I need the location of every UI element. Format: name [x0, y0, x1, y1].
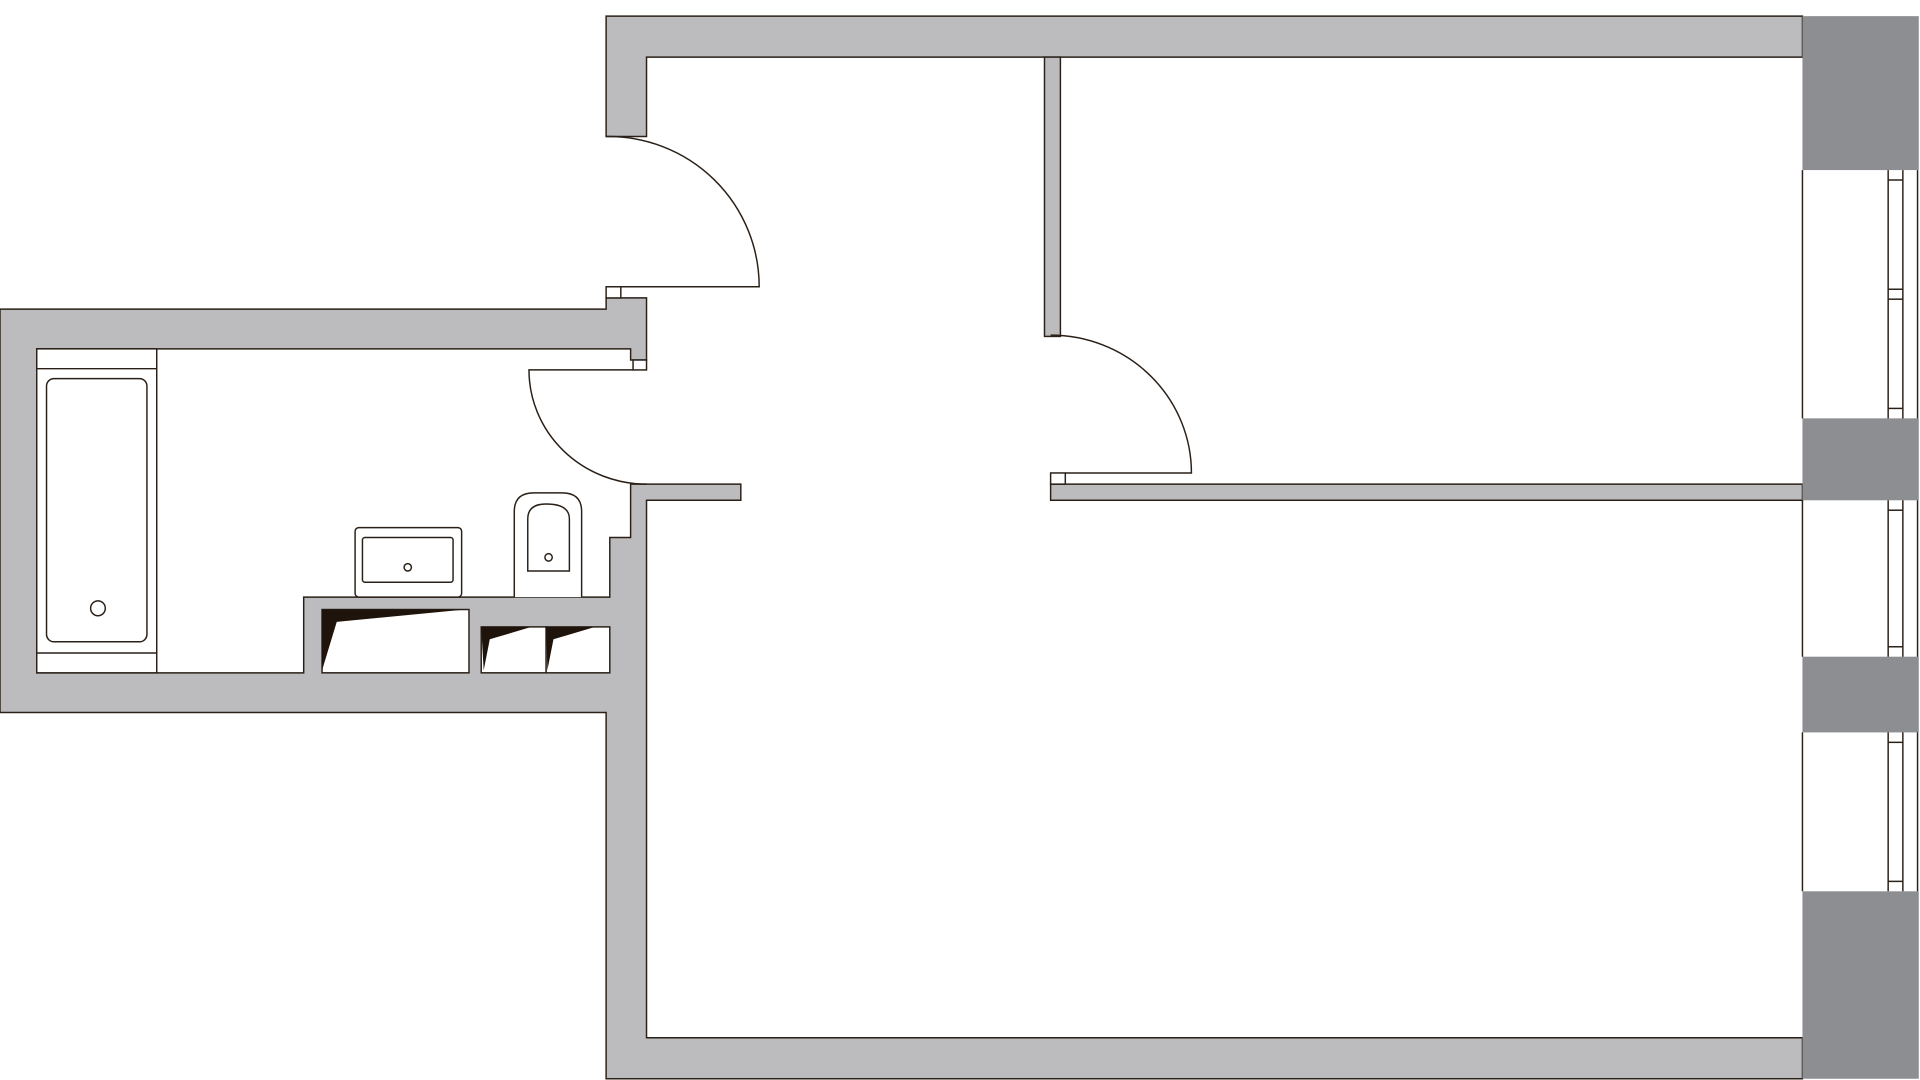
windows: [1801, 170, 1919, 892]
door-jamb: [632, 359, 648, 371]
window: [1801, 170, 1919, 419]
appliances: [321, 608, 611, 674]
sink: [354, 526, 463, 598]
bathroom-and-main-wall: [0, 297, 1804, 1080]
door-jamb: [1049, 472, 1067, 485]
exterior-columns: [1802, 16, 1919, 1079]
bedroom-door: [1050, 334, 1193, 474]
entrance-door: [606, 135, 760, 288]
window: [1801, 500, 1919, 657]
column: [1802, 418, 1919, 501]
partition-wall: [1043, 56, 1062, 338]
door-jamb: [605, 286, 622, 299]
toilet: [513, 492, 583, 598]
column: [1802, 16, 1919, 171]
column: [1802, 891, 1919, 1079]
bathroom-door: [528, 369, 647, 485]
bathtub: [36, 348, 158, 674]
window: [1801, 732, 1919, 892]
walls: [0, 15, 1804, 1080]
doors: [528, 135, 1193, 485]
bedroom-wall: [1049, 483, 1804, 502]
column: [1802, 656, 1919, 733]
top-wall: [605, 15, 1804, 138]
